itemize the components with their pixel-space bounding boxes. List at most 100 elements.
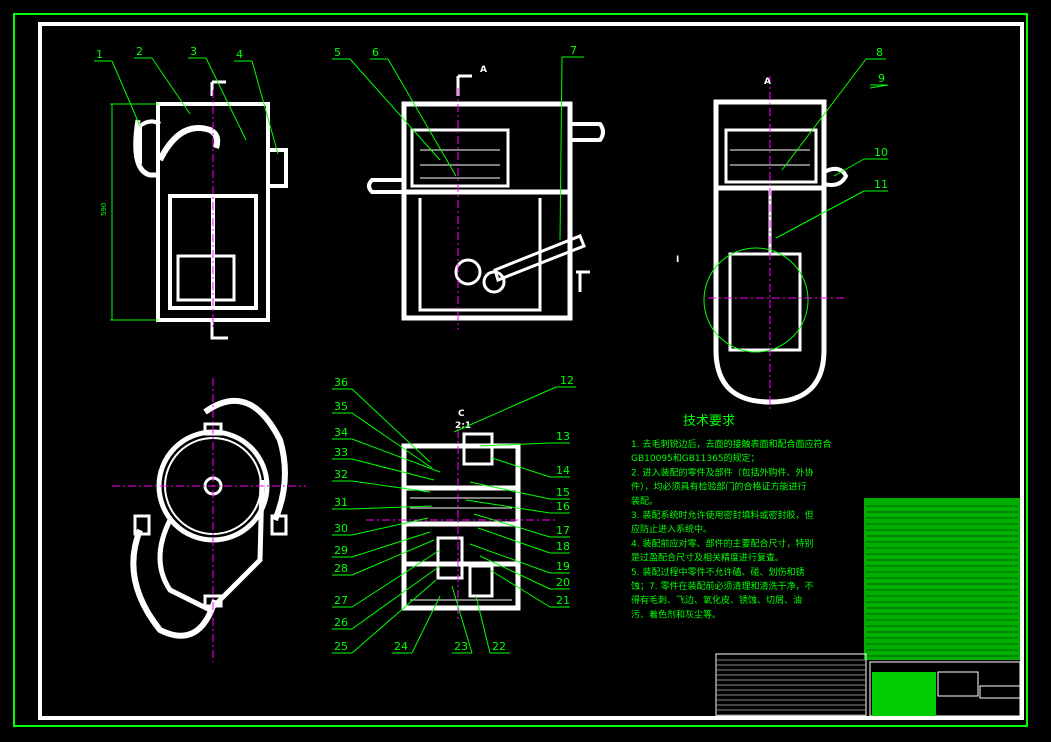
tech-requirements-title: 技术要求 xyxy=(683,414,735,429)
callout-20: 20 xyxy=(556,576,570,589)
callout-14: 14 xyxy=(556,464,570,477)
callout-25: 25 xyxy=(334,640,348,653)
side-view-label: A xyxy=(764,77,771,87)
leader-line-33 xyxy=(351,458,435,481)
tech-line-3: 2. 进入装配的零件及部件（包括外购件、外协 xyxy=(631,466,813,478)
callout-17: 17 xyxy=(556,524,570,537)
callout-7: 7 xyxy=(570,44,577,57)
top-view xyxy=(130,397,288,639)
callout-2: 2 xyxy=(136,45,143,58)
front-view xyxy=(133,80,288,340)
callout-33: 33 xyxy=(334,446,348,459)
tech-line-11: 蚀；7. 零件在装配前必须清理和清洗干净，不 xyxy=(631,580,813,592)
leader-line-31 xyxy=(351,505,433,510)
tech-line-4: 件），均必须具有检验部门的合格证方能进行 xyxy=(631,481,807,493)
front-view-dimension xyxy=(110,103,158,321)
section-bb-label: C xyxy=(458,409,465,419)
tech-line-13: 污、着色剂和灰尘等。 xyxy=(631,608,721,620)
tech-line-9: 是过盈配合尺寸及相关精度进行复查。 xyxy=(631,552,784,564)
callout-4: 4 xyxy=(236,48,243,61)
leader-line-34 xyxy=(351,438,441,473)
leader-line-24 xyxy=(411,595,441,654)
callout-24: 24 xyxy=(394,640,408,653)
callout-16: 16 xyxy=(556,500,570,513)
leader-line-29 xyxy=(351,531,431,558)
callout-3: 3 xyxy=(190,45,197,58)
leader-line-9 xyxy=(869,84,889,89)
inner-border xyxy=(38,22,1024,720)
callout-10: 10 xyxy=(874,146,888,159)
callout-22: 22 xyxy=(492,640,506,653)
detail-circle xyxy=(703,247,809,353)
leader-line-16 xyxy=(465,499,551,514)
title-block xyxy=(715,498,1021,717)
dimension-height-label: 590 xyxy=(100,203,108,216)
detail-label: I xyxy=(676,255,679,265)
leader-line-14 xyxy=(491,457,551,478)
leader-line-1 xyxy=(111,60,141,127)
leader-line-32 xyxy=(351,480,431,493)
callout-11: 11 xyxy=(874,178,888,191)
callout-1: 1 xyxy=(96,48,103,61)
callout-29: 29 xyxy=(334,544,348,557)
tech-line-8: 4. 装配前应对零、部件的主要配合尺寸，特别 xyxy=(631,537,813,549)
leader-line-3 xyxy=(205,57,247,141)
leader-line-20 xyxy=(479,555,551,590)
callout-9: 9 xyxy=(878,72,885,85)
leader-line-22 xyxy=(475,595,491,654)
callout-5: 5 xyxy=(334,46,341,59)
leader-line-28 xyxy=(351,539,435,576)
leader-line-6 xyxy=(387,58,457,177)
leader-line-27 xyxy=(351,549,441,608)
callout-8: 8 xyxy=(876,46,883,59)
tech-line-7: 应防止进入系统中。 xyxy=(631,523,712,535)
section-a-label: A xyxy=(480,65,487,75)
leader-line-36 xyxy=(351,388,431,463)
leader-line-23 xyxy=(451,585,473,654)
leader-line-10 xyxy=(833,158,865,177)
tech-line-10: 5. 装配过程中零件不允许磕、碰、划伤和锈 xyxy=(631,566,804,578)
leader-line-7 xyxy=(559,56,563,241)
callout-12: 12 xyxy=(560,374,574,387)
tech-line-5: 装配。 xyxy=(631,495,658,507)
section-bb-scale: 2:1 xyxy=(455,421,471,431)
callout-27: 27 xyxy=(334,594,348,607)
callout-30: 30 xyxy=(334,522,348,535)
section-bb-hatch xyxy=(410,497,512,601)
callout-34: 34 xyxy=(334,426,348,439)
leader-line-26 xyxy=(351,565,441,630)
leader-line-5 xyxy=(349,58,441,161)
callout-18: 18 xyxy=(556,540,570,553)
leader-line-19 xyxy=(469,543,551,574)
callout-6: 6 xyxy=(372,46,379,59)
tech-line-2: GB10095和GB11365的规定； xyxy=(631,452,760,464)
section-view-a xyxy=(367,74,605,321)
outer-border xyxy=(13,13,1028,727)
leader-line-25 xyxy=(351,579,437,654)
tech-requirements-text: 1. 去毛刺锐边后，去面的接触表面和配合面应符合 GB10095和GB11365的… xyxy=(631,438,831,620)
tech-line-1: 1. 去毛刺锐边后，去面的接触表面和配合面应符合 xyxy=(631,438,831,450)
callout-19: 19 xyxy=(556,560,570,573)
leader-lines xyxy=(94,56,889,654)
tech-line-12: 得有毛刺、飞边、氧化皮、锈蚀、切屑、油 xyxy=(631,594,802,606)
leader-line-12 xyxy=(453,386,557,433)
callout-36: 36 xyxy=(334,376,348,389)
leader-line-30 xyxy=(351,517,429,536)
leader-line-21 xyxy=(489,569,551,608)
leader-line-8 xyxy=(781,58,867,171)
callout-21: 21 xyxy=(556,594,570,607)
leader-line-11 xyxy=(775,190,865,239)
leader-line-17 xyxy=(473,513,551,538)
callout-15: 15 xyxy=(556,486,570,499)
callout-28: 28 xyxy=(334,562,348,575)
leader-line-35 xyxy=(351,412,433,469)
callout-35: 35 xyxy=(334,400,348,413)
callout-13: 13 xyxy=(556,430,570,443)
tech-line-6: 3. 装配系统时允许使用密封填料或密封胶，但 xyxy=(631,509,813,521)
callout-31: 31 xyxy=(334,496,348,509)
section-a-hatch xyxy=(420,149,500,179)
leader-line-18 xyxy=(477,527,551,554)
leader-line-2 xyxy=(151,57,191,115)
